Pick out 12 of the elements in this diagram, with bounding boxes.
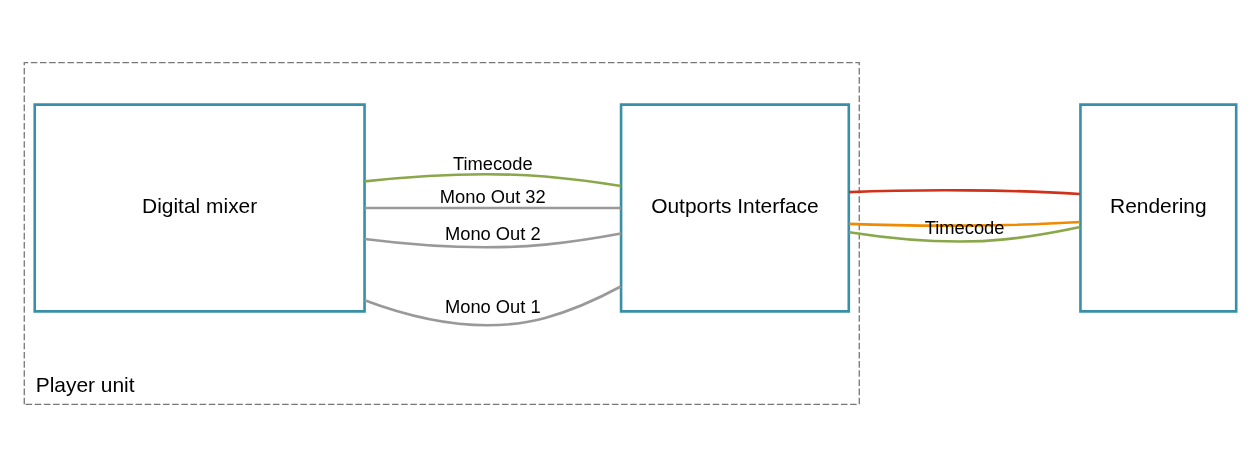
connector [364,231,622,249]
edge-label: Mono Out 1 [444,295,541,317]
node-box: Rendering [1079,102,1238,313]
connector [848,188,1080,195]
edge-label: Timecode [452,152,533,174]
node-box: Outports Interface [619,102,851,313]
connector [364,172,622,187]
node-box: Digital mixer [33,102,366,313]
connector [364,284,622,326]
edge-label: Mono Out 32 [439,185,546,207]
edge-label: Mono Out 2 [444,222,541,244]
connector [364,206,621,209]
